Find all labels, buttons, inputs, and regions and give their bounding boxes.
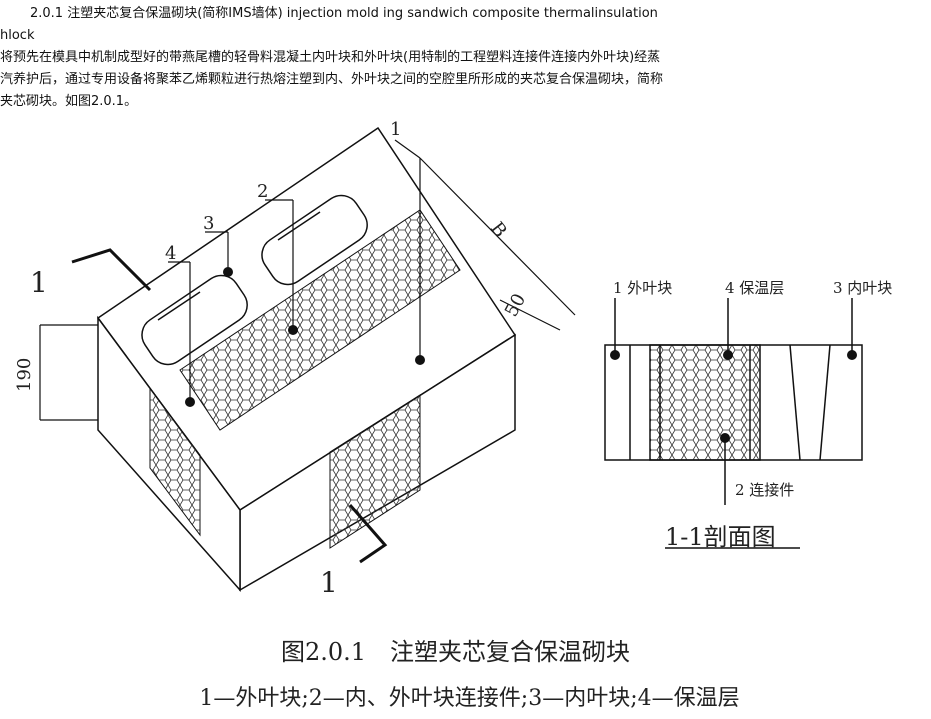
section-label-outer-leaf: 1 外叶块 [613,279,672,297]
dimension-190: 190 [14,358,35,392]
dimension-50: 50 [501,290,530,320]
callout-3: 3 [203,213,214,234]
cavity-1 [141,274,248,366]
section-heading: 2.0.1 注塑夹芯复合保温砌块(简称IMS墙体) injection mold… [30,6,658,21]
section-marker-top: 1 [30,266,48,299]
body-line-3: 夹芯砌块。如图2.0.1。 [0,94,138,109]
figure-legend: 1—外叶块;2—内、外叶块连接件;3—内叶块;4—保温层 [199,686,740,711]
callout-2: 2 [257,181,268,202]
callout-4: 4 [165,243,176,264]
insulation-left [149,386,201,537]
section-marker-bottom: 1 [320,566,338,599]
callout-1: 1 [390,119,401,140]
body-line-1: 将预先在模具中机制成型好的带燕尾槽的轻骨料混凝土内叶块和外叶块(用特制的工程塑料… [0,50,661,65]
section-label-insulation: 4 保温层 [725,279,784,297]
cavity-2 [261,194,368,286]
insulation-top [179,209,461,431]
cross-section [604,298,863,549]
body-line-2: 汽养护后，通过专用设备将聚苯乙烯颗粒进行热熔注塑到内、外叶块之间的空腔里所形成的… [0,72,664,87]
dimension-b: B [486,218,511,241]
section-label-connector: 2 连接件 [735,481,794,499]
section-heading-continued: hlock [0,28,35,43]
section-label-inner-leaf: 3 内叶块 [833,279,892,297]
leader-lines [39,139,576,564]
figure-caption: 图2.0.1 注塑夹芯复合保温砌块 [280,638,631,666]
section-title: 1-1剖面图 [665,523,776,551]
block-isometric [96,126,517,592]
